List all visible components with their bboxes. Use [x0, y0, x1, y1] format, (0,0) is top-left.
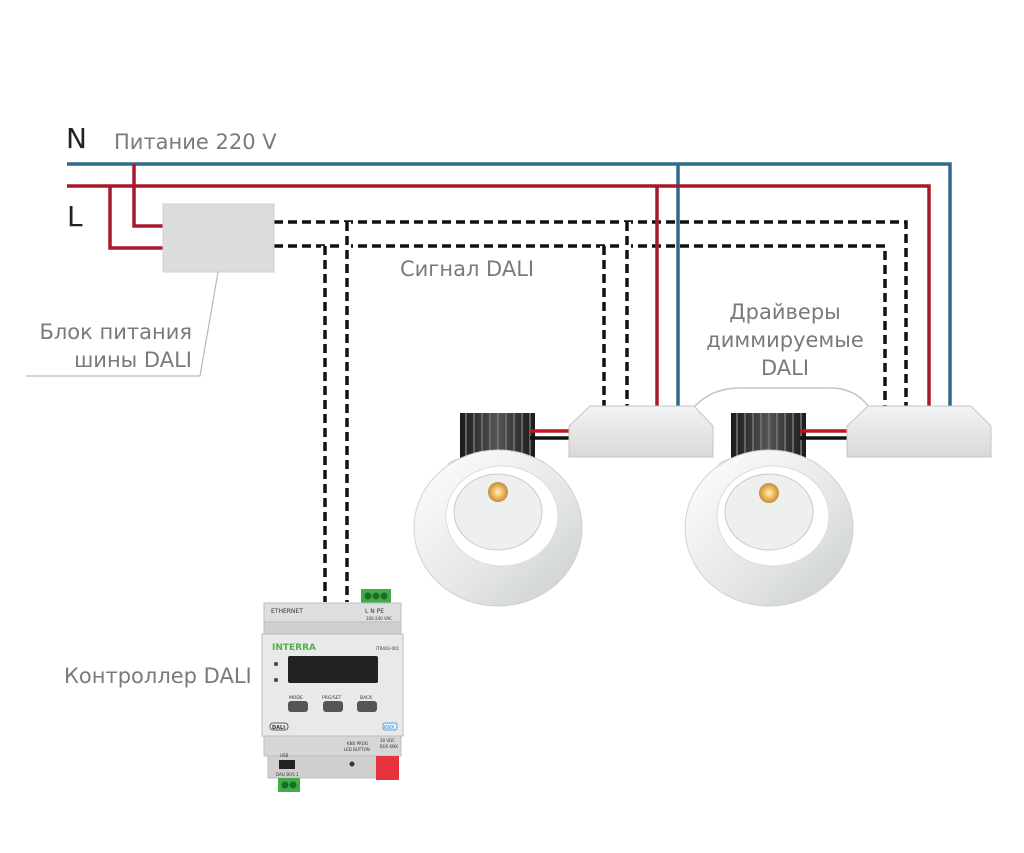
bus-knx-label: BUS KNX	[380, 744, 398, 749]
back-button-shape	[357, 701, 377, 712]
power-label: Питание 220 V	[114, 130, 277, 154]
dali-controller-device: ETHERNET L N PE 100-240 VAC INTERRA ITR4…	[261, 589, 404, 792]
dali-signal-label: Сигнал DALI	[400, 257, 535, 281]
controller-label: Контроллер DALI	[64, 664, 252, 688]
dali-driver-2	[846, 405, 992, 458]
usb-label: USB	[280, 753, 288, 758]
dali-bus-label: DALI BUS 1	[276, 772, 299, 777]
power-lines	[67, 162, 952, 408]
prgset-button-shape	[323, 701, 343, 712]
downlight-2	[684, 413, 854, 607]
drivers-label-line2: диммируемые	[706, 328, 864, 352]
live-line	[67, 184, 931, 408]
terminals-label: L N PE	[365, 608, 384, 615]
ethernet-label: ETHERNET	[271, 608, 303, 615]
psu-label-leader	[26, 271, 219, 377]
mode-button-shape	[288, 701, 308, 712]
voltage-label: 100-240 VAC	[366, 616, 392, 621]
psu-feed-n	[108, 186, 164, 250]
drivers-label-line3: DALI	[760, 356, 810, 380]
model-label: ITR402-001	[376, 646, 400, 651]
led-button-label: LED BUTTON	[344, 747, 370, 752]
back-label: BACK	[360, 695, 373, 701]
downlight-1	[413, 413, 583, 607]
dali-signal-lines	[274, 218, 910, 602]
neutral-line	[67, 162, 952, 408]
brand-label: INTERRA	[272, 643, 316, 653]
bus-voltage-label: 30 VDC	[380, 738, 395, 743]
psu-label-line1: Блок питания	[39, 320, 192, 344]
drivers-label: Драйверы диммируемые DALI	[680, 298, 890, 382]
dali-driver-1	[568, 405, 714, 458]
dali-badge: DALI	[272, 725, 285, 731]
live-label: L	[67, 200, 83, 233]
drivers-label-line1: Драйверы	[729, 300, 841, 324]
psu-feed-l	[132, 164, 164, 228]
drivers-label-leader	[694, 387, 869, 407]
neutral-label: N	[66, 122, 87, 155]
mode-label: MODE	[289, 695, 303, 701]
knx-badge: KNX	[384, 725, 395, 731]
knx-prog-label: KNX PROG	[347, 741, 368, 746]
prgset-label: PRG/SET	[322, 695, 342, 701]
psu-label: Блок питания шины DALI	[20, 318, 192, 374]
psu-label-line2: шины DALI	[74, 348, 192, 372]
dali-psu-box	[162, 203, 275, 273]
